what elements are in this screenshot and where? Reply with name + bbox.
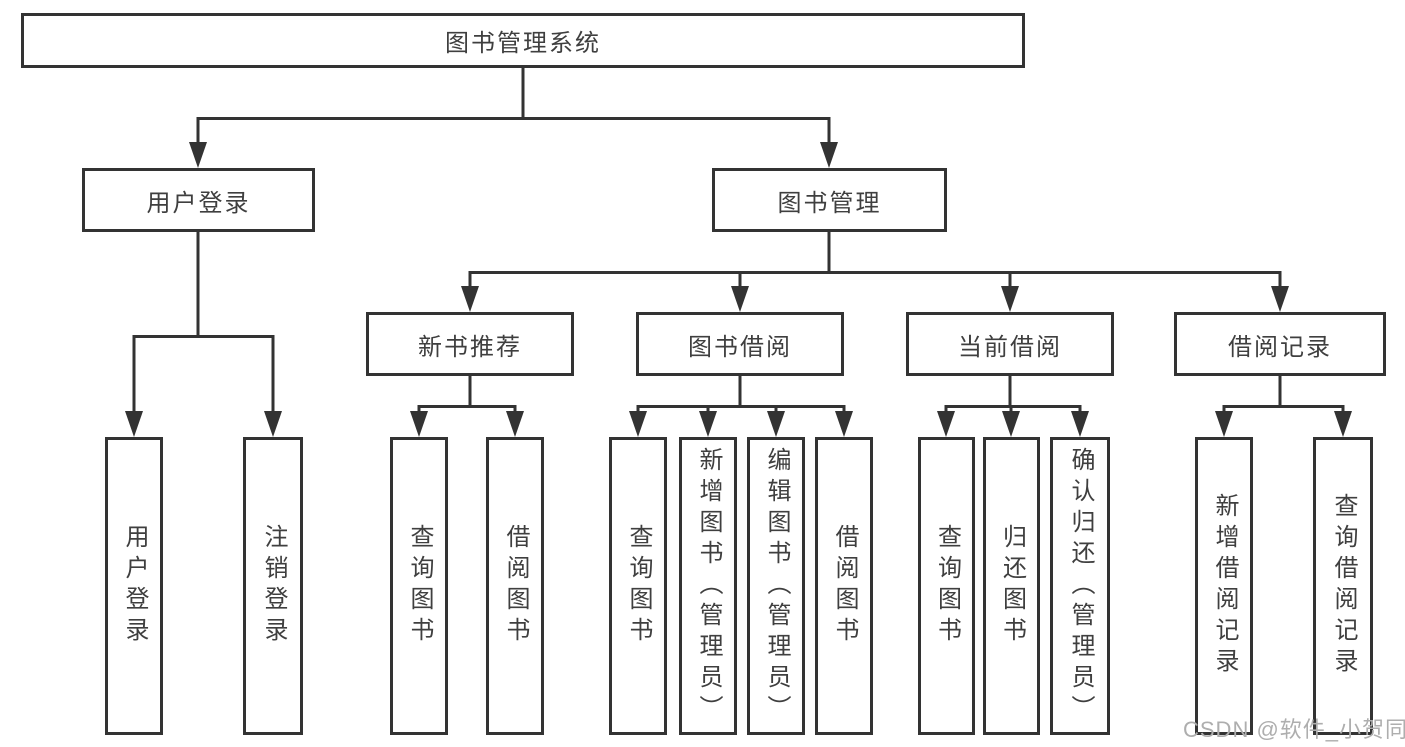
arrowhead-icons bbox=[125, 142, 1352, 437]
leaf-confirm-return-admin: 确认归还（管理员） bbox=[1050, 437, 1110, 735]
node-current-borrowing: 当前借阅 bbox=[906, 312, 1114, 376]
node-book-management: 图书管理 bbox=[712, 168, 947, 232]
node-new-book-recommend: 新书推荐 bbox=[366, 312, 574, 376]
leaf-query-books-borrow: 查询图书 bbox=[609, 437, 667, 735]
node-book-borrowing: 图书借阅 bbox=[636, 312, 844, 376]
leaf-add-borrow-record: 新增借阅记录 bbox=[1195, 437, 1253, 735]
leaf-user-login: 用户登录 bbox=[105, 437, 163, 735]
leaf-query-books-current: 查询图书 bbox=[918, 437, 975, 735]
leaf-borrow-books-recommend: 借阅图书 bbox=[486, 437, 544, 735]
node-library-management-system: 图书管理系统 bbox=[21, 13, 1025, 68]
leaf-query-borrow-record: 查询借阅记录 bbox=[1313, 437, 1373, 735]
leaf-return-books: 归还图书 bbox=[983, 437, 1040, 735]
node-borrowing-records: 借阅记录 bbox=[1174, 312, 1386, 376]
csdn-watermark: CSDN @软件_小贺同学 bbox=[1183, 717, 1405, 742]
leaf-query-books-recommend: 查询图书 bbox=[390, 437, 448, 735]
node-user-login: 用户登录 bbox=[82, 168, 315, 232]
leaf-logout: 注销登录 bbox=[243, 437, 303, 735]
leaf-borrow-books: 借阅图书 bbox=[815, 437, 873, 735]
leaf-add-books-admin: 新增图书（管理员） bbox=[679, 437, 737, 735]
leaf-edit-books-admin: 编辑图书（管理员） bbox=[747, 437, 805, 735]
